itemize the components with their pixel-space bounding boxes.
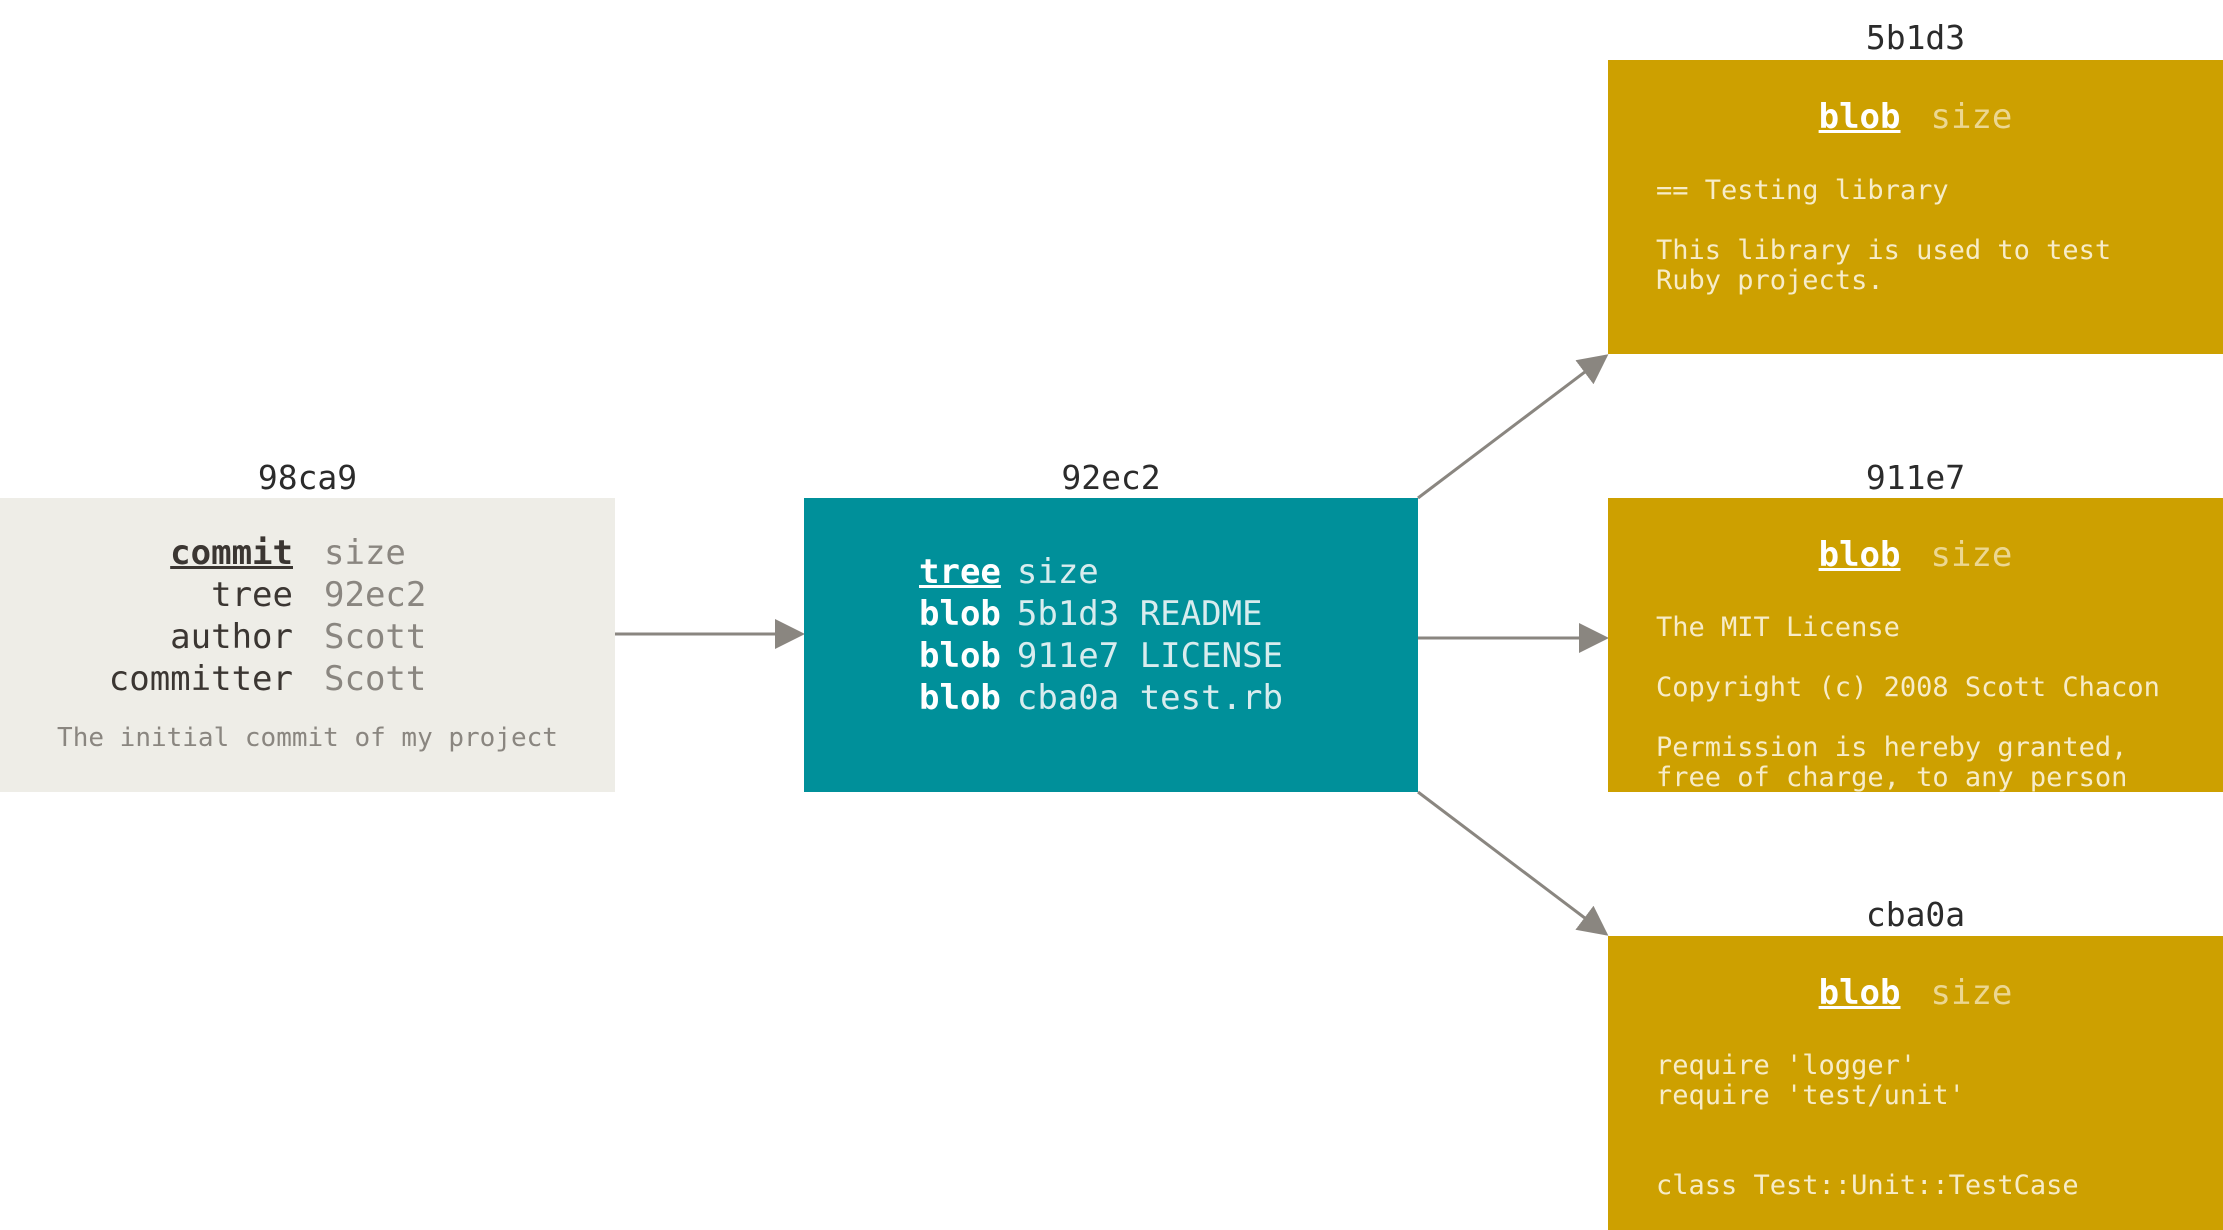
blob-content-line: The MIT License	[1656, 612, 1900, 643]
tree-type-label: tree	[919, 552, 1001, 592]
commit-author-value: Scott	[324, 617, 427, 657]
blob-content-line: Copyright (c) 2008 Scott Chacon	[1656, 672, 2160, 703]
blob-911e7-object: blob size The MIT License Copyright (c) 2…	[1608, 498, 2223, 792]
commit-committer-value: Scott	[324, 659, 427, 699]
blob-5b1d3-object: blob size == Testing library This library…	[1608, 60, 2223, 354]
blob-content-line: Permission is hereby granted,	[1656, 732, 2128, 763]
tree-entry-test-rb: blob cba0a test.rb	[919, 677, 1283, 719]
blob-content-line: == Testing library	[1656, 175, 1949, 206]
commit-tree-key: tree	[211, 575, 293, 615]
blob-size-value: size	[1930, 97, 2013, 137]
blob-size-value: size	[1930, 535, 2013, 575]
commit-row-commit: commit size	[0, 532, 615, 574]
commit-row-author: author Scott	[0, 616, 615, 658]
commit-type-label: commit	[170, 533, 293, 573]
tree-row-header: tree size	[919, 551, 1099, 593]
blob-content-line: free of charge, to any person	[1656, 762, 2128, 792]
tree-entry-license: blob 911e7 LICENSE	[919, 635, 1283, 677]
arrow-tree-to-blob-cba0a	[1417, 790, 1609, 936]
commit-object: commit size tree 92ec2 author Scott comm…	[0, 498, 615, 792]
tree-entry-type: blob	[919, 636, 1001, 676]
tree-entry-type: blob	[919, 594, 1001, 634]
commit-size-value: size	[324, 533, 406, 573]
tree-size-value: size	[1016, 552, 1099, 592]
commit-hash-label: 98ca9	[257, 458, 358, 497]
blob-911e7-hash-label: 911e7	[1865, 458, 1966, 497]
blob-header: blob size	[1608, 533, 2223, 577]
commit-committer-key: committer	[108, 659, 293, 699]
commit-row-tree: tree 92ec2	[0, 574, 615, 616]
commit-tree-value: 92ec2	[324, 575, 427, 615]
blob-header: blob size	[1608, 95, 2223, 139]
blob-header: blob size	[1608, 971, 2223, 1015]
tree-object: tree size blob 5b1d3 README blob 911e7 LICE…	[804, 498, 1418, 792]
commit-author-key: author	[170, 617, 293, 657]
arrow-tree-to-blob-5b1d3	[1417, 354, 1609, 500]
blob-content-line: This library is used to test	[1656, 235, 2112, 266]
tree-entry-value: cba0a test.rb	[1016, 678, 1283, 718]
blob-cba0a-hash-label: cba0a	[1865, 895, 1966, 934]
tree-entry-type: blob	[919, 678, 1001, 718]
blob-type-label: blob	[1818, 973, 1901, 1013]
blob-5b1d3-hash-label: 5b1d3	[1865, 18, 1966, 57]
tree-entry-value: 5b1d3 README	[1016, 594, 1263, 634]
blob-size-value: size	[1930, 973, 2013, 1013]
tree-entry-readme: blob 5b1d3 README	[919, 593, 1263, 635]
blob-content-line: class Test::Unit::TestCase	[1656, 1170, 2079, 1201]
tree-hash-label: 92ec2	[1061, 458, 1161, 497]
blob-content-line: require 'logger'	[1656, 1050, 1917, 1081]
blob-cba0a-object: blob size require 'logger' require 'test/…	[1608, 936, 2223, 1230]
blob-type-label: blob	[1818, 97, 1901, 137]
blob-type-label: blob	[1818, 535, 1901, 575]
blob-content-line: require 'test/unit'	[1656, 1080, 1965, 1111]
blob-content-line: Ruby projects.	[1656, 265, 1884, 296]
tree-entry-value: 911e7 LICENSE	[1016, 636, 1283, 676]
commit-row-committer: committer Scott	[0, 658, 615, 700]
commit-message: The initial commit of my project	[57, 723, 558, 753]
